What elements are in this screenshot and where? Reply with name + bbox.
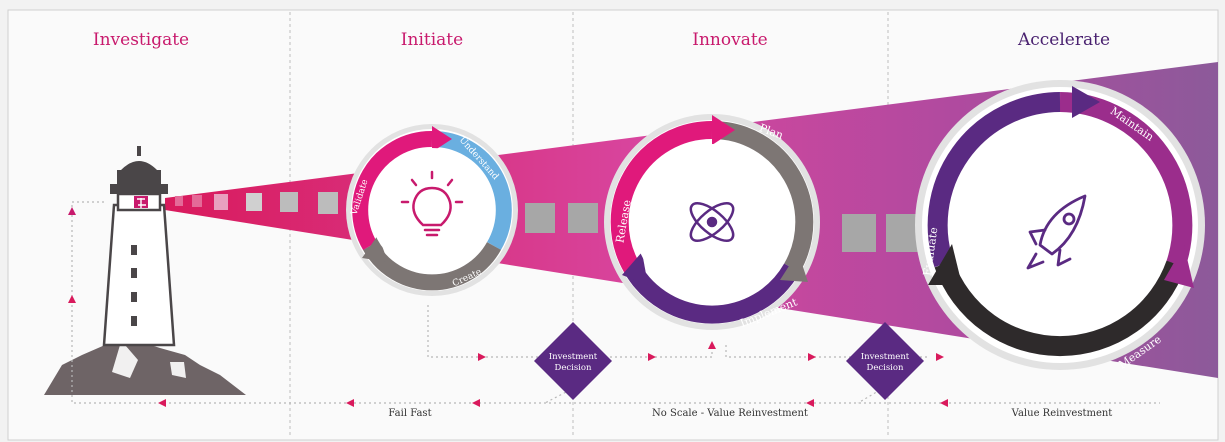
label-no-scale: No Scale - Value Reinvestment [652, 408, 808, 419]
decision-1-line2: Decision [555, 363, 593, 373]
atom-icon [689, 202, 735, 242]
stage-title-investigate: Investigate [92, 30, 190, 50]
rocket-icon [1026, 194, 1087, 270]
arc-release [610, 120, 713, 273]
arc-maintain [1059, 92, 1193, 268]
decision-1-line1: Investment [549, 352, 598, 362]
stage-title-initiate: Initiate [400, 30, 464, 50]
decision-diamond-2: Investment Decision [846, 322, 924, 400]
innovate-cycle [604, 114, 820, 330]
flow-arrows [68, 207, 948, 407]
arc-validate [352, 130, 433, 251]
accelerate-cycle [915, 80, 1205, 370]
decision-2-line1: Investment [861, 352, 910, 362]
lightbulb-icon [400, 170, 464, 237]
arc-measure [934, 260, 1186, 357]
arc-create [363, 241, 501, 291]
arc-implement [624, 263, 800, 324]
arc-evaluate [927, 92, 1061, 268]
arc-plan [711, 120, 814, 273]
initiate-cycle [346, 124, 518, 296]
beam-squares [175, 192, 920, 252]
stage-title-accelerate: Accelerate [1017, 30, 1111, 50]
decision-2-line2: Decision [867, 363, 905, 373]
label-value-reinvestment: Value Reinvestment [1011, 408, 1113, 419]
decision-diamond-1: Investment Decision [534, 322, 612, 400]
lighthouse-icon [44, 146, 246, 395]
arc-understand [431, 130, 512, 251]
label-fail-fast: Fail Fast [388, 408, 432, 419]
stage-title-innovate: Innovate [692, 30, 768, 50]
